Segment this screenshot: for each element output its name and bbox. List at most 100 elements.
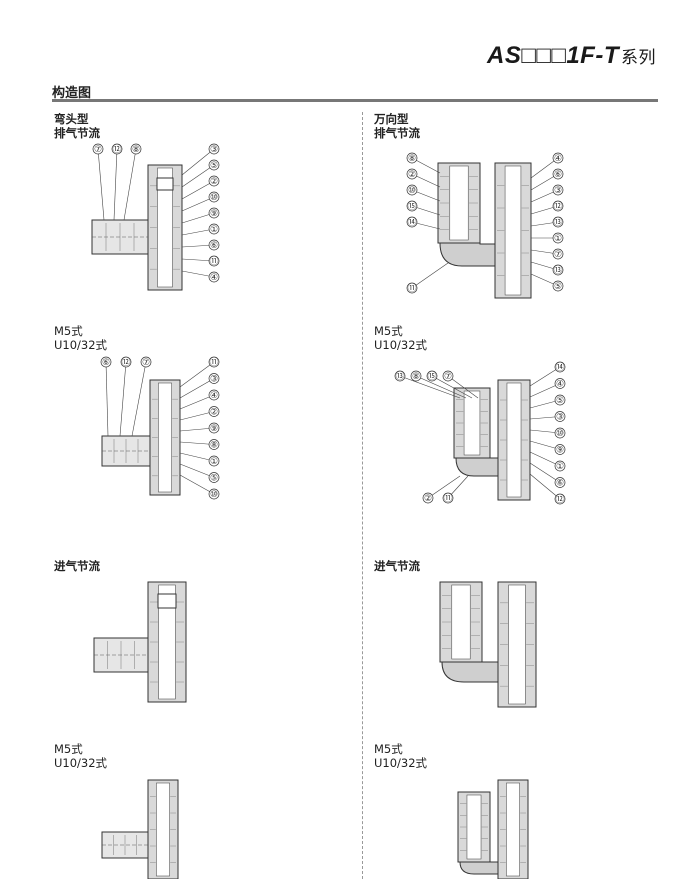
caption-line1: M5式 bbox=[374, 324, 403, 338]
callout-number: ① bbox=[210, 457, 218, 467]
callout-number: ③ bbox=[554, 186, 562, 196]
callout-circle bbox=[208, 356, 220, 368]
caption-line2: U10/32式 bbox=[54, 338, 108, 352]
caption-m5-left: M5式 U10/32式 bbox=[54, 324, 107, 352]
callout-circle bbox=[552, 152, 564, 164]
callout-circle bbox=[422, 492, 434, 504]
callout-number: ⑮ bbox=[427, 371, 436, 382]
callout-circle bbox=[554, 361, 566, 373]
callout-number: ⑫ bbox=[112, 144, 121, 155]
callout-circle bbox=[442, 492, 454, 504]
caption-m5-right-2: M5式 U10/32式 bbox=[374, 742, 427, 770]
caption-inlet-left: 进气节流 bbox=[54, 559, 100, 573]
callout-number: ⑪ bbox=[209, 256, 218, 267]
callout-circle bbox=[406, 216, 418, 228]
callout-number: ④ bbox=[210, 273, 218, 283]
callout-number: ⑦ bbox=[142, 358, 150, 368]
callout-number: ⑪ bbox=[443, 493, 452, 504]
body-bore bbox=[466, 794, 482, 860]
leader-line bbox=[529, 383, 561, 398]
callout-circle bbox=[208, 455, 220, 467]
callout-circle bbox=[552, 184, 564, 196]
callout-circle bbox=[406, 152, 418, 164]
callout-number: ① bbox=[210, 225, 218, 235]
callout-number: ⑬ bbox=[553, 265, 562, 276]
valve-body bbox=[147, 164, 183, 291]
callout-number: ⑥ bbox=[554, 170, 562, 180]
leader-line bbox=[181, 148, 215, 176]
callout-circle bbox=[552, 232, 564, 244]
callout-number: ⑦ bbox=[554, 250, 562, 260]
leader-line bbox=[181, 212, 215, 224]
leader-line bbox=[529, 473, 561, 500]
valve-body bbox=[497, 779, 529, 879]
caption-line2: U10/32式 bbox=[54, 756, 108, 770]
callout-number: ④ bbox=[556, 380, 564, 390]
callout-circle bbox=[208, 207, 220, 219]
leader-line bbox=[415, 375, 467, 399]
elbow-channel bbox=[455, 457, 499, 477]
swivel-body bbox=[439, 581, 483, 663]
leader-line bbox=[179, 427, 215, 432]
callout-circle bbox=[208, 239, 220, 251]
callout-number: ⑦ bbox=[94, 145, 102, 155]
callout-circle bbox=[406, 168, 418, 180]
callout-circle bbox=[208, 373, 220, 384]
push-in-fitting bbox=[101, 831, 149, 859]
callout-circle bbox=[208, 271, 220, 283]
knob-cap bbox=[157, 593, 177, 609]
callout-circle bbox=[100, 356, 112, 368]
callout-number: ① bbox=[556, 462, 564, 472]
inlet-elbow-drawing bbox=[93, 581, 187, 703]
leader-line bbox=[179, 463, 215, 478]
callout-number: ④ bbox=[554, 154, 562, 164]
callout-circle bbox=[120, 356, 132, 368]
leader-line bbox=[530, 157, 559, 179]
body-bore bbox=[449, 165, 469, 241]
body-bore bbox=[463, 390, 481, 456]
callout-circle bbox=[208, 159, 220, 171]
body-bore bbox=[156, 782, 170, 877]
inlet-universal-drawing bbox=[439, 581, 537, 708]
callout-circle bbox=[111, 143, 123, 155]
callout-circle bbox=[554, 444, 566, 455]
leader-line bbox=[119, 361, 127, 437]
callout-number: ⑬ bbox=[553, 217, 562, 228]
callout-circle bbox=[554, 394, 566, 406]
leader-line bbox=[427, 475, 461, 499]
body-bore bbox=[508, 584, 526, 705]
elbow-channel bbox=[459, 861, 499, 875]
body-bore bbox=[157, 167, 173, 288]
leader-line bbox=[181, 180, 215, 200]
callout-number: ⑩ bbox=[556, 429, 564, 439]
body-bore bbox=[506, 382, 522, 498]
valve-body bbox=[147, 581, 187, 703]
body-bore bbox=[158, 382, 172, 493]
leader-line bbox=[179, 378, 215, 399]
callout-circle bbox=[208, 488, 220, 500]
callout-number: ⑥ bbox=[102, 358, 110, 368]
caption-line2: U10/32式 bbox=[374, 338, 428, 352]
elbow-channel bbox=[441, 661, 499, 683]
callout-circle bbox=[552, 264, 564, 276]
caption-universal-exhaust: 万向型 排气节流 bbox=[374, 112, 420, 140]
caption-line1: M5式 bbox=[54, 324, 83, 338]
valve-body bbox=[147, 779, 179, 879]
leader-line bbox=[179, 361, 215, 388]
leader-line bbox=[529, 366, 561, 387]
caption-line2: 排气节流 bbox=[54, 126, 100, 140]
valve-body bbox=[497, 581, 537, 708]
body-bore bbox=[506, 782, 520, 877]
callout-circle bbox=[406, 200, 418, 212]
callout-number: ⑨ bbox=[210, 209, 218, 219]
callout-number: ⑤ bbox=[556, 396, 564, 406]
callout-number: ③ bbox=[210, 375, 218, 385]
callout-circle bbox=[208, 422, 220, 434]
callout-circle bbox=[208, 175, 220, 187]
leader-line bbox=[447, 375, 479, 399]
knob-cap bbox=[156, 177, 174, 191]
callout-circle bbox=[552, 248, 564, 260]
